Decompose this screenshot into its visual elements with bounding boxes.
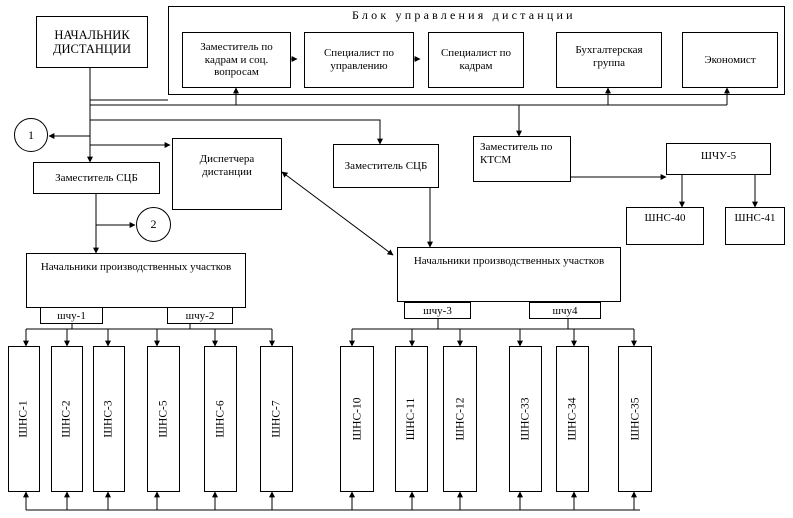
shchu5-branches — [681, 175, 756, 207]
shns-unit: ШНС-7 — [260, 346, 293, 492]
right-shchu-bars — [351, 328, 635, 346]
shchu-5-box: ШЧУ-5 — [666, 143, 771, 175]
shns-unit: ШНС-2 — [51, 346, 83, 492]
head-box: НАЧАЛЬНИК ДИСТАНЦИИ — [36, 16, 148, 68]
shchu-2-tag: шчу-2 — [167, 307, 233, 324]
shns-unit: ШНС-12 — [443, 346, 477, 492]
shns-unit: ШНС-5 — [147, 346, 180, 492]
dispatcher-link — [281, 171, 394, 256]
shchu-3-tag: шчу-3 — [404, 302, 471, 319]
block-member-management-specialist: Специалист по управлению — [304, 32, 414, 88]
deputy-ktsm: Заместитель по КТСМ — [473, 136, 571, 182]
management-block-title: Блок управления дистанции — [352, 8, 576, 22]
shchu-1-tag: шчу-1 — [40, 307, 103, 324]
shns-unit: ШНС-3 — [93, 346, 125, 492]
shns-unit: ШНС-10 — [340, 346, 374, 492]
shns-unit: ШНС-6 — [204, 346, 237, 492]
section-heads-left: Начальники производственных участков — [26, 253, 246, 308]
marker-2: 2 — [136, 207, 171, 242]
shns-unit: ШНС-35 — [618, 346, 652, 492]
shns-unit: ШНС-1 — [8, 346, 40, 492]
deputy-scb-left: Заместитель СЦБ — [33, 162, 160, 194]
deputy-scb-center: Заместитель СЦБ — [333, 144, 439, 188]
shns-unit: ШНС-33 — [509, 346, 542, 492]
ktsm-unit-41: ШНС-41 — [725, 207, 785, 245]
block-member-hr-specialist: Специалист по кадрам — [428, 32, 524, 88]
block-member-deputy-hr: Заместитель по кадрам и соц. вопросам — [182, 32, 291, 88]
ktsm-unit-40: ШНС-40 — [626, 207, 704, 245]
section-heads-right: Начальники производственных участков — [397, 247, 621, 302]
head-label: НАЧАЛЬНИК ДИСТАНЦИИ — [52, 27, 132, 56]
shchu-4-tag: шчу4 — [529, 302, 601, 319]
block-member-accounting: Бухгалтерская группа — [556, 32, 662, 88]
marker-1: 1 — [14, 118, 48, 152]
left-shchu-bars — [25, 328, 273, 346]
dispatcher-box: Диспетчера дистанции — [172, 138, 282, 210]
shns-unit: ШНС-34 — [556, 346, 589, 492]
to-center-deputy-line — [90, 119, 383, 145]
block-member-economist: Экономист — [682, 32, 778, 88]
management-block-frame — [168, 6, 785, 95]
shns-unit: ШНС-11 — [395, 346, 428, 492]
